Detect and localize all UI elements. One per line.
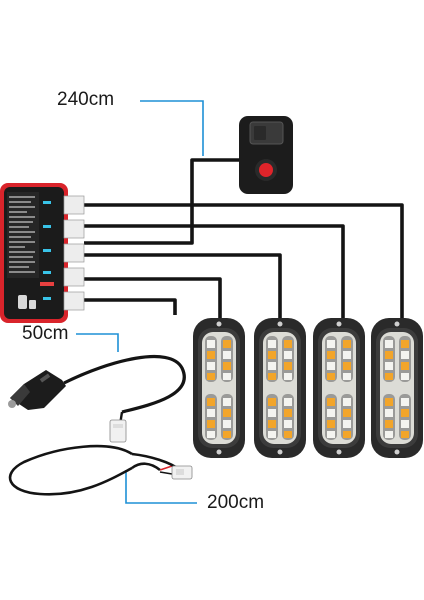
cable-length-50-label: 50cm — [22, 323, 69, 344]
controller-side-leds — [43, 201, 51, 300]
extension-cable-200 — [8, 444, 181, 496]
controller-logo-icon — [18, 295, 36, 309]
controller-red-tag — [40, 282, 54, 286]
connector-plug-200 — [171, 465, 193, 480]
cable-length-240-label: 240cm — [57, 89, 115, 110]
controller-connectors — [63, 195, 85, 311]
callout-line-200 — [125, 470, 197, 504]
cable-length-200-label: 200cm — [207, 492, 265, 513]
light-cables — [84, 203, 404, 322]
controller-box — [0, 183, 85, 323]
connector-plug-50 — [109, 419, 127, 443]
callout-lines — [76, 100, 204, 504]
led-light-2 — [254, 318, 306, 458]
rocker-switch — [239, 116, 293, 194]
led-light-3 — [313, 318, 365, 458]
led-light-1 — [193, 318, 245, 458]
callout-line-50 — [76, 333, 119, 352]
cigarette-lighter-plug-icon — [8, 370, 66, 410]
power-cable-50 — [8, 354, 186, 443]
callout-line-240 — [140, 100, 204, 156]
switch-cable — [84, 158, 241, 245]
led-light-4 — [371, 318, 423, 458]
controller-printed-text — [9, 196, 35, 273]
switch-red-button — [259, 163, 273, 177]
